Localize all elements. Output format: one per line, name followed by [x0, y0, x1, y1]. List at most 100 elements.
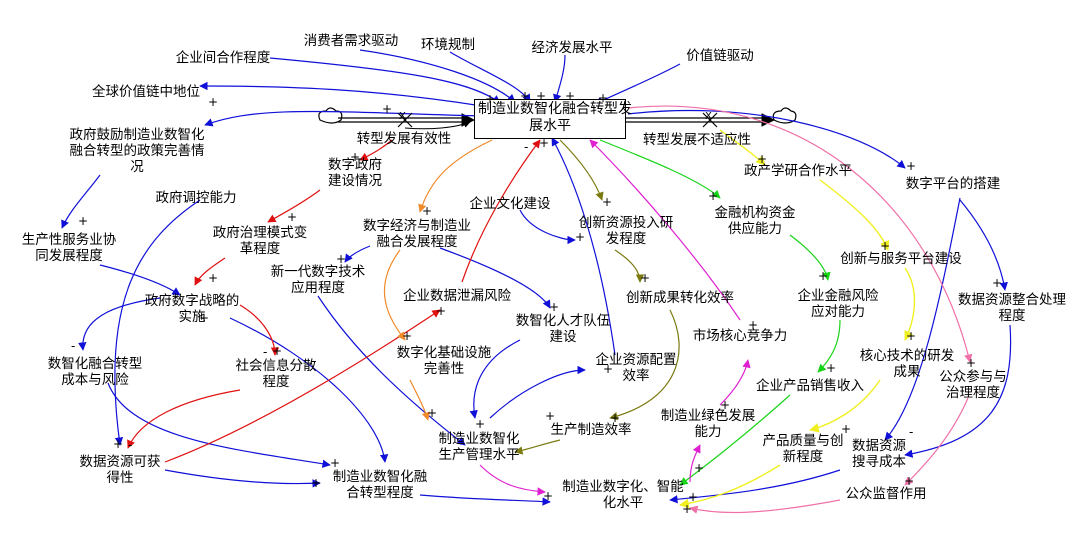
node-dig-cost-risk[interactable]: 数智化融合转型 成本与风险	[47, 356, 143, 388]
sign-plus: +	[402, 329, 413, 343]
node-psi-coop[interactable]: 生产性服务业协 同发展程度	[21, 232, 117, 264]
node-innov-service-platform[interactable]: 创新与服务平台建设	[840, 251, 962, 267]
link-digital-level-to-green	[689, 444, 701, 483]
node-iur-coop[interactable]: 政产学研合作水平	[744, 163, 852, 179]
node-public-participation[interactable]: 公众参与与 治理程度	[939, 369, 1007, 401]
node-consumer-demand[interactable]: 消费者需求驱动	[303, 33, 399, 49]
node-innov-conversion[interactable]: 创新成果转化效率	[626, 290, 734, 306]
link-platform-to-core-tech	[904, 267, 916, 341]
sign-minus: -	[71, 339, 76, 353]
link-inter-firm-to-stock	[269, 57, 501, 104]
node-sales-income[interactable]: 企业产品销售收入	[756, 378, 864, 394]
node-enterprise-culture[interactable]: 企业文化建设	[469, 196, 551, 212]
node-digital-platform[interactable]: 数字平台的搭建	[905, 176, 1001, 192]
sign-plus: +	[287, 210, 298, 224]
node-env-regulation[interactable]: 环境规制	[421, 37, 475, 53]
link-public-participation-to-supervision	[904, 397, 969, 486]
node-mfg-digital-level[interactable]: 制造业数字化、智能 化水平	[562, 479, 684, 511]
node-core-tech[interactable]: 核心技术的研发 成果	[859, 348, 955, 380]
sign-plus: +	[422, 204, 433, 218]
sign-plus: +	[602, 195, 613, 209]
black-links	[404, 121, 471, 130]
sign-plus: +	[906, 159, 917, 173]
node-stock[interactable]: 制造业数智化融合转型发 展水平	[478, 101, 632, 134]
sign-minus: -	[128, 438, 133, 452]
node-prod-efficiency[interactable]: 生产制造效率	[550, 422, 632, 438]
link-quality-to-digital-level	[679, 464, 781, 509]
link-data-leak-to-stock	[461, 139, 541, 283]
node-inter-firm-coop[interactable]: 企业间合作程度	[175, 50, 271, 66]
node-green-dev[interactable]: 制造业绿色发展 能力	[660, 408, 756, 440]
node-economic-level[interactable]: 经济发展水平	[531, 40, 613, 56]
sign-plus: +	[603, 362, 614, 376]
link-digital-platform-to-data-integration	[959, 199, 1008, 291]
link-digital-gov-to-gov-mode	[267, 189, 321, 223]
sign-plus: +	[610, 411, 621, 425]
node-social-info[interactable]: 社会信息分散 程度	[235, 358, 317, 390]
node-finance-supply[interactable]: 金融机构资金 供应能力	[714, 205, 796, 237]
node-data-access[interactable]: 数据资源可获 得性	[79, 454, 161, 486]
node-value-chain-driver[interactable]: 价值链驱动	[686, 48, 754, 64]
link-sales-to-digital-level	[679, 394, 791, 486]
node-talent[interactable]: 数智化人才队伍 建设	[515, 313, 611, 345]
link-finance-supply-to-finance-risk	[789, 234, 831, 281]
sign-plus: +	[818, 269, 829, 283]
link-gov-strategy-to-social-info	[239, 304, 280, 356]
link-conversion-to-prod-eff	[609, 309, 680, 421]
node-digital-econ-fusion[interactable]: 数字经济与制造业 融合发展程度	[363, 218, 471, 250]
sign-plus: +	[427, 406, 438, 420]
link-data-search-to-digital-level	[669, 469, 841, 504]
yellow-links	[679, 129, 916, 509]
node-inflow[interactable]: 转型发展有效性	[356, 131, 452, 147]
node-mfg-transform-degree[interactable]: 制造业数智化融 合转型程度	[332, 469, 428, 501]
node-gvc-position[interactable]: 全球价值链中地位	[92, 84, 200, 100]
link-data-integration-to-data-search	[904, 324, 1012, 458]
link-gov-policy-to-psi	[61, 174, 101, 229]
sign-plus: +	[545, 409, 556, 423]
node-data-search-cost[interactable]: 数据资源 搜寻成本	[852, 438, 906, 470]
link-finance-risk-to-sales	[817, 319, 841, 373]
link-infra-to-mfg-mgmt	[409, 379, 430, 421]
link-outflow-to-iur	[719, 129, 766, 166]
node-outflow[interactable]: 转型发展不适应性	[643, 132, 751, 148]
link-data-access-to-mfg-degree	[164, 469, 321, 488]
node-gov-policy[interactable]: 政府鼓励制造业数智化 融合转型的政策完善情 况	[69, 127, 205, 175]
sign-plus: +	[906, 329, 917, 343]
node-digital-infra[interactable]: 数字化基础设施 完善性	[396, 345, 492, 377]
sign-plus: +	[520, 89, 531, 103]
link-innov-input-to-conversion	[614, 249, 645, 283]
node-data-integration[interactable]: 数据资源整合处理 程度	[958, 292, 1066, 324]
orange-links	[383, 139, 493, 421]
node-innov-input[interactable]: 创新资源投入研 发程度	[578, 215, 674, 247]
sign-plus: +	[904, 474, 915, 488]
link-econ-fusion-to-talent	[439, 247, 551, 309]
link-inflow-valve-to-stock	[404, 121, 471, 130]
node-new-digital-tech[interactable]: 新一代数字技术 应用程度	[270, 264, 366, 296]
node-gov-mode-change[interactable]: 政府治理模式变 革程度	[212, 225, 308, 257]
link-inflow-to-digital-gov	[359, 139, 393, 161]
link-gov-strategy-to-dig-cost	[78, 297, 161, 351]
sign-minus: -	[909, 425, 914, 439]
node-market-comp[interactable]: 市场核心竞争力	[692, 328, 788, 344]
link-dig-cost-to-mfg-degree	[107, 382, 331, 468]
sign-plus: +	[966, 356, 977, 370]
node-gov-control[interactable]: 政府调控能力	[155, 190, 237, 206]
sign-plus: +	[475, 417, 486, 431]
sign-plus: +	[330, 456, 341, 470]
node-gov-digital-strategy[interactable]: 政府数字战略的 实施	[144, 293, 240, 325]
node-finance-risk[interactable]: 企业金融风险 应对能力	[797, 288, 879, 320]
inflow-valve-icon	[397, 112, 413, 128]
node-mfg-mgmt[interactable]: 制造业数智化 生产管理水平	[438, 431, 520, 463]
link-green-to-market	[719, 359, 751, 406]
stock-box[interactable]	[474, 99, 626, 139]
pink-links	[627, 105, 973, 514]
node-digital-gov[interactable]: 数字政府 建设情况	[328, 157, 382, 189]
node-quality-innov[interactable]: 产品质量与创 新程度	[762, 433, 844, 465]
node-data-leak[interactable]: 企业数据泄漏风险	[403, 288, 511, 304]
blue-links	[61, 49, 1012, 506]
sign-plus: +	[694, 461, 705, 475]
sign-plus: +	[682, 502, 693, 516]
node-public-supervision[interactable]: 公众监督作用	[845, 486, 927, 502]
link-digital-platform-to-data-search	[884, 197, 961, 441]
node-resource-alloc[interactable]: 企业资源配置 效率	[595, 352, 677, 384]
